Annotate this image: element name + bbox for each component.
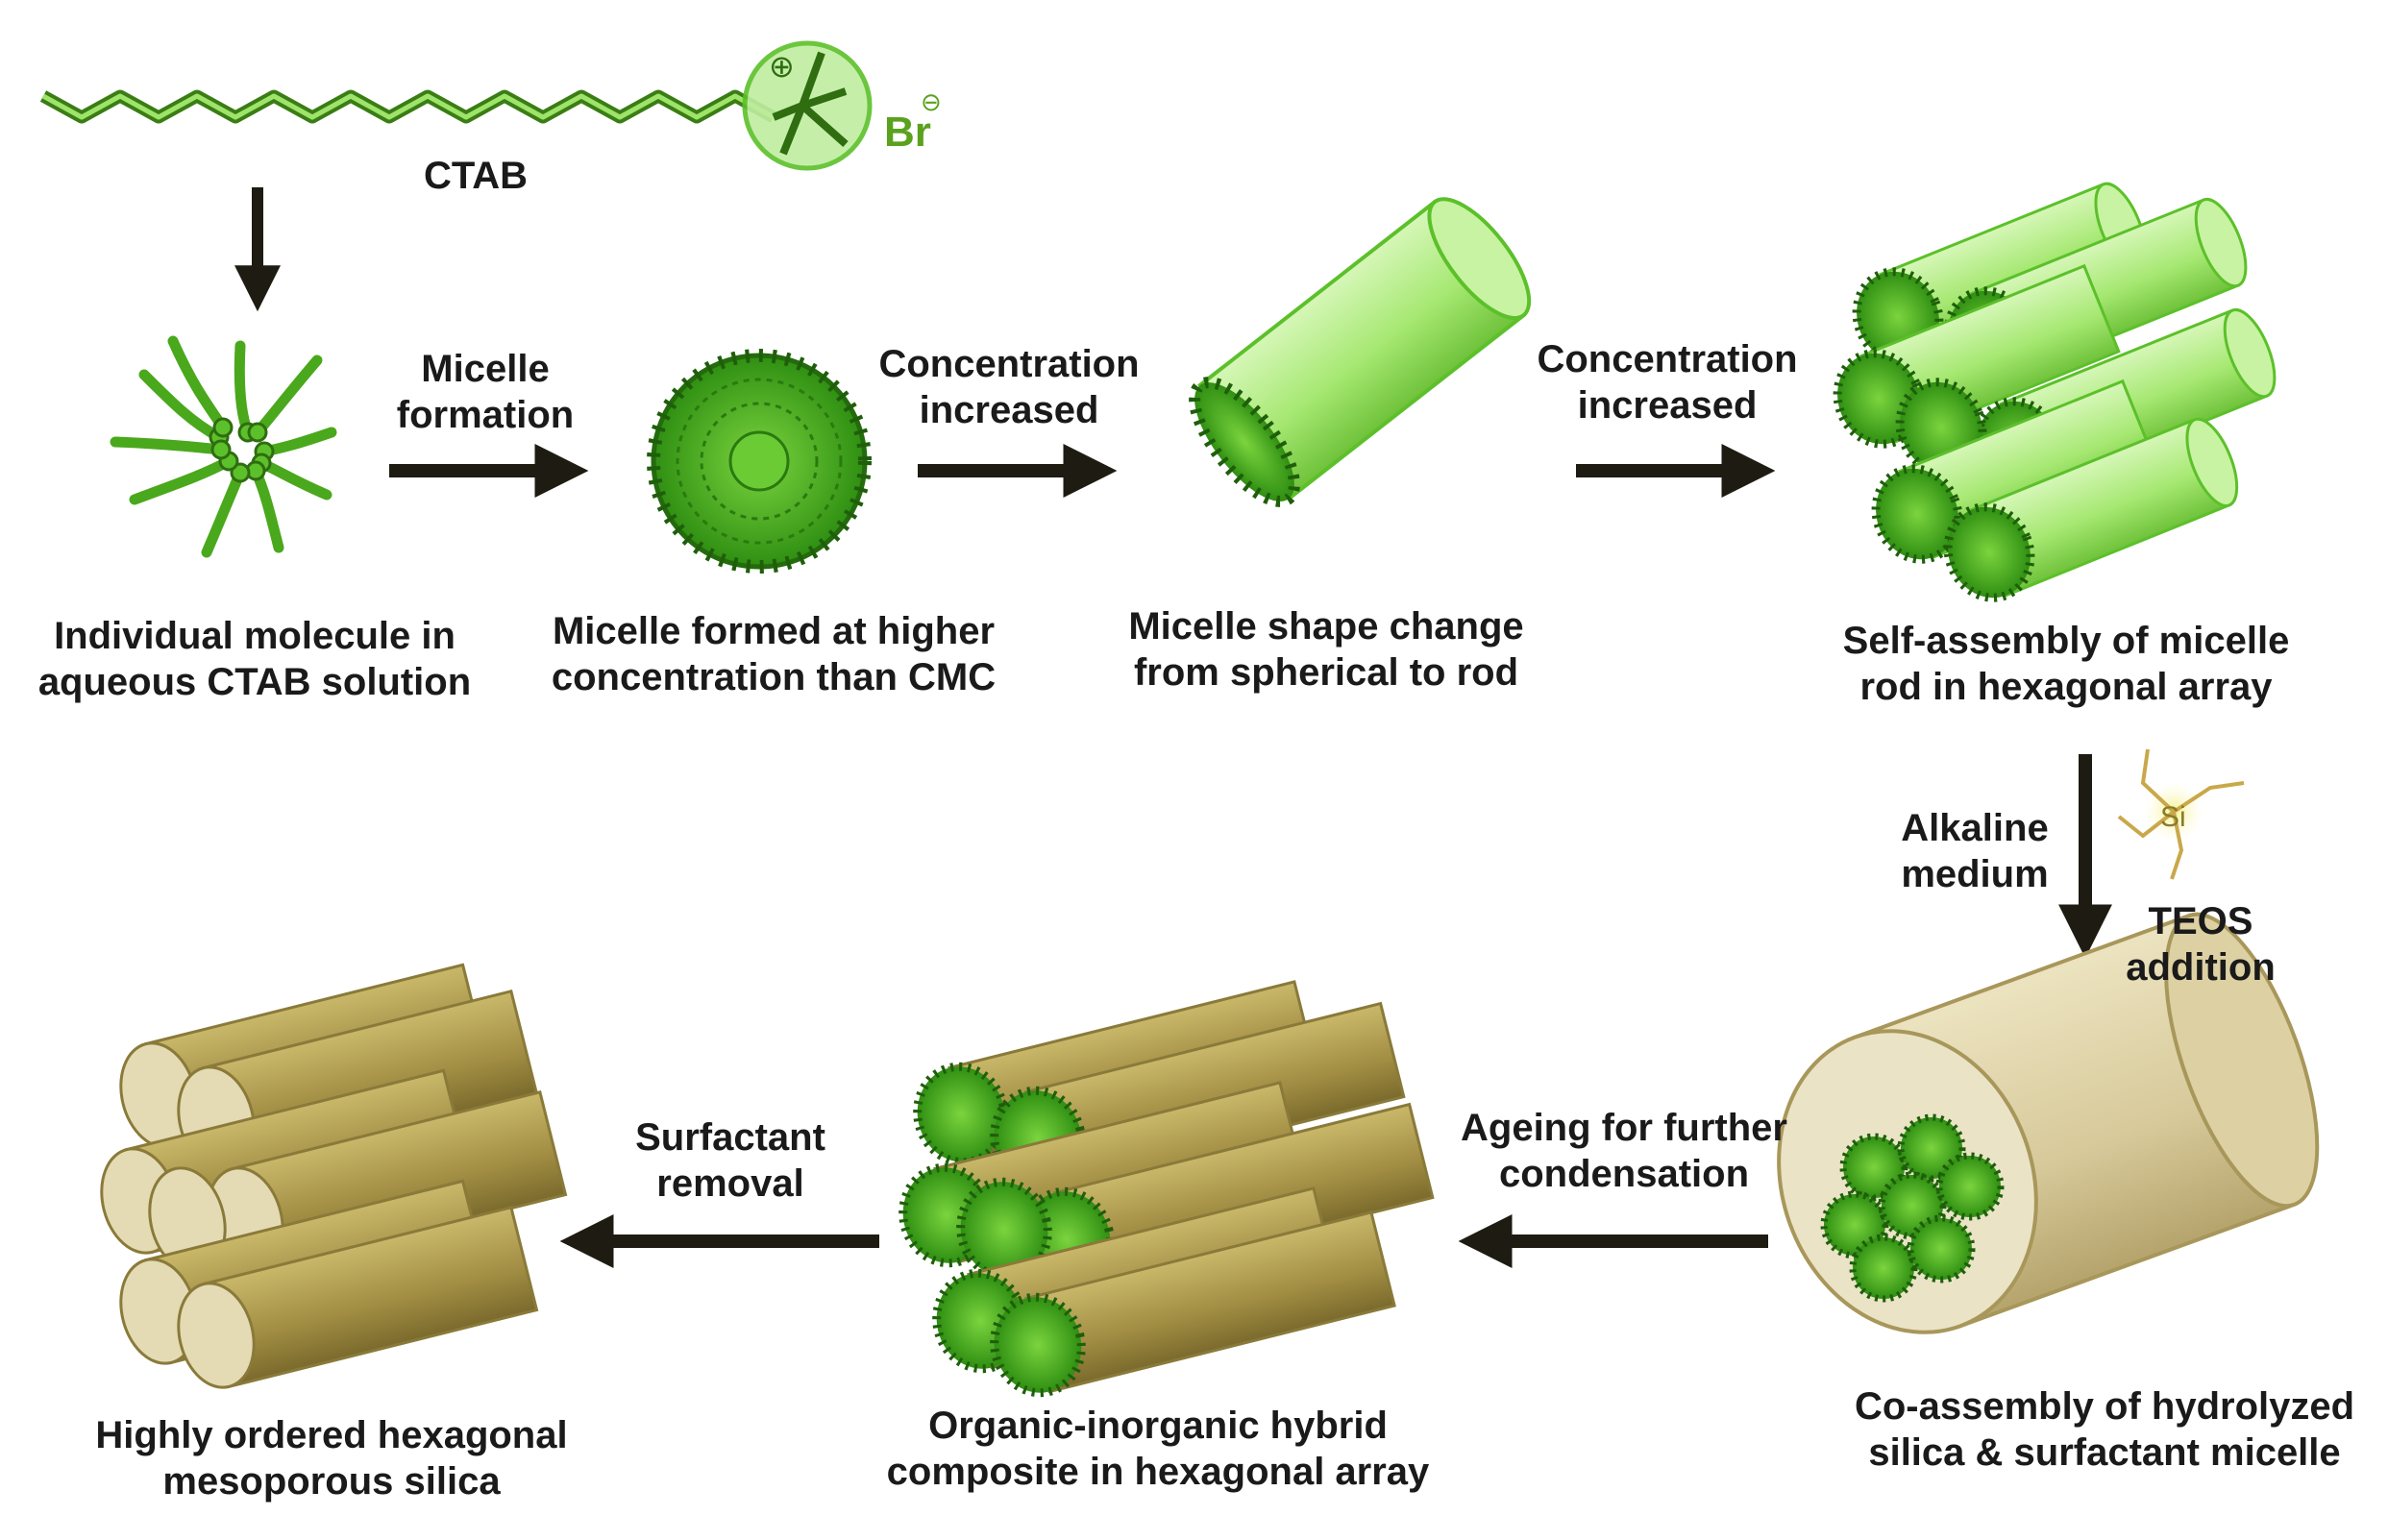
- individual-molecules-illustration: [110, 335, 337, 558]
- rod-micelle-illustration: [1189, 197, 1532, 507]
- hybrid-composite-illustration: [899, 980, 1435, 1398]
- ctab-label: CTAB: [424, 155, 528, 197]
- coassembly-illustration: [1777, 912, 2320, 1334]
- ctab-anion-charge: ⊖: [921, 87, 942, 116]
- teos-molecule: Si: [2117, 748, 2245, 880]
- mesoporous-silica-illustration: [100, 963, 568, 1389]
- ctab-counterion: Br: [884, 109, 931, 156]
- spherical-micelle-illustration: [647, 349, 872, 574]
- teos-si-atom: Si: [2160, 801, 2186, 833]
- ctab-molecule: ⊕ Br ⊖ CTAB: [39, 40, 942, 197]
- ctab-cation-charge: ⊕: [769, 49, 795, 84]
- hexagonal-rod-array-illustration: [1833, 182, 2277, 602]
